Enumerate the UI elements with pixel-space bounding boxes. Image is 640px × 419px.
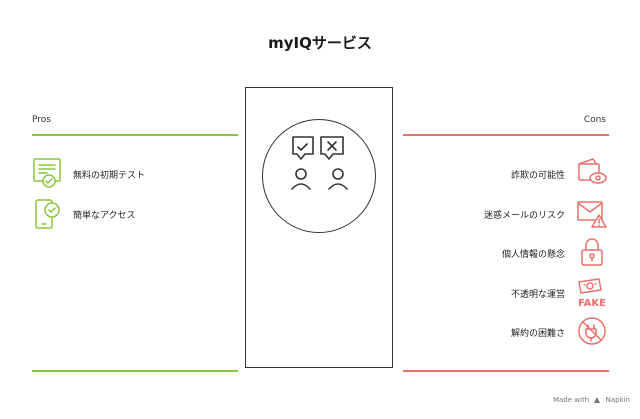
fake-money-icon: FAKE bbox=[576, 276, 608, 308]
center-circle bbox=[262, 119, 376, 233]
padlock-icon bbox=[576, 236, 608, 268]
pros-label: Pros bbox=[32, 115, 51, 125]
cons-item-cancellation: 解約の困難さ bbox=[510, 329, 565, 339]
pros-item-easy-access: 簡単なアクセス bbox=[73, 211, 136, 221]
svg-text:FAKE: FAKE bbox=[578, 298, 606, 308]
certificate-check-icon bbox=[32, 157, 64, 189]
cons-bottom-divider bbox=[403, 370, 609, 372]
napkin-logo-icon bbox=[594, 397, 601, 403]
no-plug-icon bbox=[576, 315, 608, 347]
page-title: myIQサービス bbox=[268, 34, 372, 52]
cons-top-divider bbox=[403, 134, 609, 136]
cons-item-privacy: 個人情報の懸念 bbox=[501, 250, 565, 260]
cons-item-spam-risk: 迷惑メールのリスク bbox=[483, 211, 565, 221]
pros-item-free-test: 無料の初期テスト bbox=[73, 171, 146, 181]
footer-made-with: Made with bbox=[552, 396, 590, 404]
cons-item-fraud: 詐欺の可能性 bbox=[510, 171, 565, 181]
cons-label: Cons bbox=[583, 115, 606, 125]
comparison-check-cross-icon bbox=[291, 136, 348, 190]
mail-warning-icon bbox=[576, 197, 608, 229]
footer-credit: Made with Napkin bbox=[553, 396, 630, 404]
cons-item-opaque-ops: 不透明な運営 bbox=[510, 290, 565, 300]
pros-top-divider bbox=[32, 134, 238, 136]
phone-check-icon bbox=[32, 198, 64, 230]
wallet-eye-icon bbox=[576, 156, 608, 188]
footer-brand: Napkin bbox=[605, 396, 630, 404]
pros-bottom-divider bbox=[32, 370, 238, 372]
